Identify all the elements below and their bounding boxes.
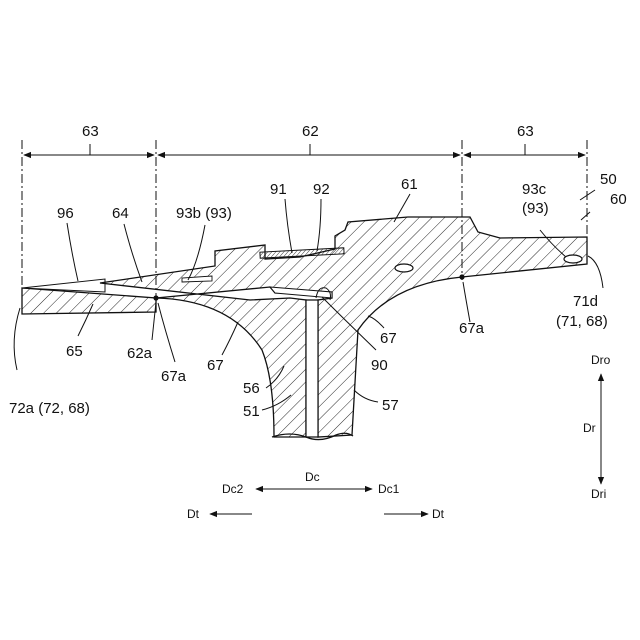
label-93b: 93b (93) xyxy=(176,205,232,222)
label-67a-right: 67a xyxy=(459,320,485,337)
label-62: 62 xyxy=(302,123,319,140)
cooling-hole-left xyxy=(395,264,413,272)
label-56: 56 xyxy=(243,380,260,397)
label-67-left: 67 xyxy=(207,357,224,374)
label-65: 65 xyxy=(66,343,83,360)
label-93c: 93c xyxy=(522,181,547,198)
label-72a: 72a (72, 68) xyxy=(9,400,90,417)
label-90: 90 xyxy=(371,357,388,374)
label-50: 50 xyxy=(600,171,617,188)
label-67-right: 67 xyxy=(380,330,397,347)
label-57: 57 xyxy=(382,397,399,414)
label-dt-left: Dt xyxy=(187,507,200,521)
label-93c-paren: (93) xyxy=(522,200,549,217)
label-91: 91 xyxy=(270,181,287,198)
left-thin-plate xyxy=(22,288,156,314)
label-61: 61 xyxy=(401,176,418,193)
label-51: 51 xyxy=(243,403,260,420)
label-dc: Dc xyxy=(305,470,320,484)
label-71d: 71d xyxy=(573,293,598,310)
label-dc2: Dc2 xyxy=(222,482,244,496)
label-67a-left: 67a xyxy=(161,368,187,385)
label-96: 96 xyxy=(57,205,74,222)
point-67a-right xyxy=(459,274,464,279)
label-dc1: Dc1 xyxy=(378,482,400,496)
point-62a xyxy=(153,295,158,300)
label-dro: Dro xyxy=(591,353,611,367)
stem-slot xyxy=(306,300,318,437)
label-63-right: 63 xyxy=(517,123,534,140)
label-62a: 62a xyxy=(127,345,153,362)
label-60: 60 xyxy=(610,191,627,208)
label-71d-paren: (71, 68) xyxy=(556,313,608,330)
label-dr: Dr xyxy=(583,421,596,435)
label-92: 92 xyxy=(313,181,330,198)
label-64: 64 xyxy=(112,205,129,222)
label-dt-right: Dt xyxy=(432,507,445,521)
label-63-left: 63 xyxy=(82,123,99,140)
label-dri: Dri xyxy=(591,487,606,501)
cooling-hole-right xyxy=(564,255,582,263)
